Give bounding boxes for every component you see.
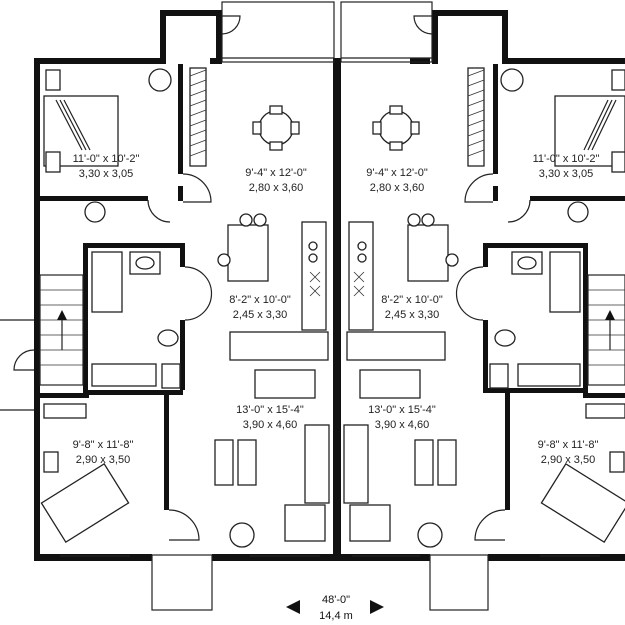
desk-top-left (148, 67, 207, 167)
room-dim-imperial: 13'-0" x 15'-4" (368, 404, 436, 416)
room-label-left-bedroom-bottom: 9'-8" x 11'-8" 2,90 x 3,50 (73, 439, 134, 466)
room-dim-metric: 3,90 x 4,60 (375, 419, 429, 431)
room-label-right-kitchen: 8'-2" x 10'-0" 2,45 x 3,30 (381, 294, 443, 321)
stairs-right (587, 274, 625, 386)
hall-light-left (84, 201, 106, 223)
bath-right (489, 251, 581, 389)
room-dim-imperial: 8'-2" x 10'-0" (229, 294, 291, 306)
room-label-left-bedroom-top: 11'-0" x 10'-2" 3,30 x 3,05 (73, 153, 140, 180)
room-label-right-bedroom-top: 11'-0" x 10'-2" 3,30 x 3,05 (533, 153, 600, 180)
exterior-walls (34, 10, 625, 561)
bed-bottom-left (40, 403, 130, 544)
kitchen-table-right (407, 213, 459, 282)
room-label-right-living: 13'-0" x 15'-4" 3,90 x 4,60 (368, 404, 436, 431)
dining-table-right (372, 105, 420, 151)
living-right (343, 369, 457, 548)
room-label-right-dining: 9'-4" x 12'-0" 2,80 x 3,60 (366, 167, 428, 194)
room-dim-metric: 2,45 x 3,30 (385, 309, 439, 321)
kitchen-table-left (217, 213, 269, 282)
windows (0, 1, 600, 611)
dimension-arrow-left (286, 600, 300, 614)
dining-table-left (252, 105, 300, 151)
overall-width-metric: 14,4 m (319, 610, 353, 622)
room-dim-imperial: 9'-8" x 11'-8" (538, 439, 599, 451)
bath-left (91, 251, 181, 389)
room-label-left-kitchen: 8'-2" x 10'-0" 2,45 x 3,30 (229, 294, 291, 321)
hall-light-right (567, 201, 589, 223)
desk-top-right (467, 67, 524, 167)
room-dim-imperial: 11'-0" x 10'-2" (533, 153, 600, 165)
bed-top-right (554, 69, 625, 173)
interior-walls (34, 64, 625, 510)
room-dim-imperial: 9'-8" x 11'-8" (73, 439, 134, 451)
door-swings (13, 15, 531, 541)
kitchen-counter-right (346, 221, 446, 361)
room-dim-metric: 2,45 x 3,30 (233, 309, 287, 321)
room-label-right-bedroom-bottom: 9'-8" x 11'-8" 2,90 x 3,50 (538, 439, 599, 466)
overall-dimension: 48'-0" 14,4 m (286, 594, 384, 622)
room-dim-metric: 2,90 x 3,50 (541, 454, 595, 466)
room-dim-metric: 3,30 x 3,05 (539, 168, 593, 180)
dimension-arrow-right (370, 600, 384, 614)
room-dim-metric: 3,90 x 4,60 (243, 419, 297, 431)
room-dim-metric: 2,90 x 3,50 (76, 454, 130, 466)
room-dim-imperial: 9'-4" x 12'-0" (245, 167, 307, 179)
living-left (214, 369, 330, 548)
room-label-left-dining: 9'-4" x 12'-0" 2,80 x 3,60 (245, 167, 307, 194)
room-dim-metric: 3,30 x 3,05 (79, 168, 133, 180)
bed-top-left (43, 69, 119, 173)
room-dim-imperial: 13'-0" x 15'-4" (236, 404, 304, 416)
room-dim-imperial: 8'-2" x 10'-0" (381, 294, 443, 306)
room-label-left-living: 13'-0" x 15'-4" 3,90 x 4,60 (236, 404, 304, 431)
bed-bottom-right (540, 403, 625, 544)
kitchen-counter-left (229, 221, 329, 361)
room-dim-metric: 2,80 x 3,60 (370, 182, 424, 194)
overall-width-imperial: 48'-0" (322, 594, 350, 606)
room-dim-imperial: 11'-0" x 10'-2" (73, 153, 140, 165)
room-dim-metric: 2,80 x 3,60 (249, 182, 303, 194)
room-dim-imperial: 9'-4" x 12'-0" (366, 167, 428, 179)
stairs-left (39, 274, 84, 386)
